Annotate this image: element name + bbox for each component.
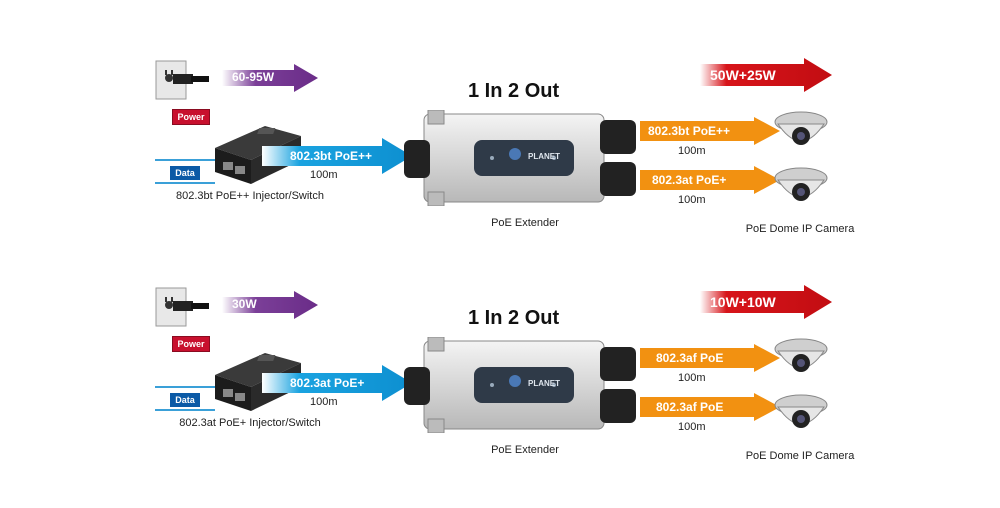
input-power-arrow (222, 64, 318, 92)
input-power-label: 60-95W (232, 70, 275, 84)
output-power-label: 10W+10W (710, 294, 776, 310)
power-tag: Power (172, 109, 210, 125)
dome-camera-icon (774, 167, 828, 201)
output-2-distance: 100m (678, 421, 706, 433)
output-1-distance: 100m (678, 145, 706, 157)
output-1-standard: 802.3af PoE (656, 351, 724, 365)
output-arrow-1 (640, 117, 780, 145)
output-2-standard: 802.3af PoE (656, 400, 724, 414)
poe-extender-icon (404, 110, 636, 206)
power-outlet-icon (155, 287, 209, 327)
dome-camera-icon (774, 394, 828, 428)
output-2-standard: 802.3at PoE+ (652, 173, 727, 187)
input-power-arrow (222, 291, 318, 319)
output-2-distance: 100m (678, 194, 706, 206)
output-power-arrow (700, 58, 832, 92)
camera-label: PoE Dome IP Camera (745, 450, 855, 462)
output-power-label: 50W+25W (710, 67, 776, 83)
diagram-title: 1 In 2 Out (468, 80, 560, 102)
device-label: PoE Extender (491, 217, 559, 229)
output-arrow-2 (640, 166, 780, 194)
data-cable (155, 409, 215, 411)
link-standard-label: 802.3at PoE+ (290, 376, 365, 390)
output-arrow-2 (640, 393, 780, 421)
poe-link-arrow (262, 365, 412, 401)
injector-label: 802.3bt PoE++ Injector/Switch (176, 190, 324, 202)
output-1-distance: 100m (678, 372, 706, 384)
link-distance-label: 100m (310, 396, 338, 408)
dome-camera-icon (774, 111, 828, 145)
link-standard-label: 802.3bt PoE++ (290, 149, 373, 163)
poe-extender-icon (404, 337, 636, 433)
diagram-panel-2: Power 30W Data 802.3at PoE+ Injector/Swi… (0, 227, 1000, 481)
dome-camera-icon (774, 338, 828, 372)
device-label: PoE Extender (491, 444, 559, 456)
brand-logo-text: PLANET (528, 152, 560, 161)
power-tag: Power (172, 336, 210, 352)
brand-logo-text: PLANET (528, 379, 560, 388)
output-power-arrow (700, 285, 832, 319)
data-cable (155, 159, 215, 161)
power-outlet-icon (155, 60, 209, 100)
injector-label: 802.3at PoE+ Injector/Switch (179, 417, 321, 429)
diagram-panel-1: Power 60-95W Data 802.3bt PoE++ Injector… (155, 58, 855, 235)
data-tag: Data (170, 393, 200, 407)
output-arrow-1 (640, 344, 780, 372)
camera-label: PoE Dome IP Camera (745, 223, 855, 235)
poe-link-arrow (262, 138, 412, 174)
output-1-standard: 802.3bt PoE++ (648, 124, 731, 138)
diagram-title: 1 In 2 Out (468, 307, 560, 329)
input-power-label: 30W (232, 297, 257, 311)
data-cable (155, 386, 215, 388)
link-distance-label: 100m (310, 169, 338, 181)
data-cable (155, 182, 215, 184)
data-tag: Data (170, 166, 200, 180)
